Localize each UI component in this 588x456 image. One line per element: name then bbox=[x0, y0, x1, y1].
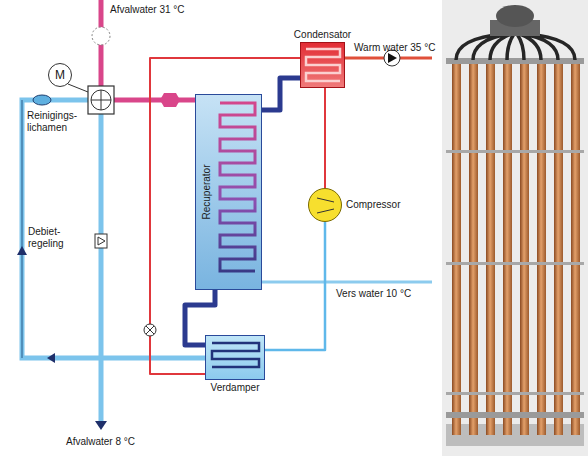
pipe-connector bbox=[324, 88, 326, 188]
flow-arrow bbox=[17, 246, 27, 255]
coil-line bbox=[220, 103, 255, 271]
pipe-fitting bbox=[160, 93, 180, 107]
waste-pipe bbox=[114, 98, 196, 103]
recuperator-box: Recuperator bbox=[195, 94, 262, 290]
coil-line bbox=[317, 198, 334, 213]
condenser-box: Condensator bbox=[300, 42, 345, 88]
switch-valve-symbol bbox=[101, 90, 102, 110]
copper-tube bbox=[554, 60, 563, 435]
inlet-label: Afvalwater 31 °C bbox=[110, 4, 185, 16]
part-label: Reinigings- lichamen bbox=[27, 110, 83, 134]
support-plate bbox=[446, 150, 584, 153]
pipe-connector bbox=[150, 58, 300, 374]
pipe-connector bbox=[262, 78, 300, 110]
coil-line bbox=[306, 49, 340, 81]
node-label: M bbox=[55, 68, 65, 82]
pipe-outline bbox=[22, 100, 23, 358]
coil-line bbox=[212, 343, 259, 367]
tube-fittings bbox=[446, 412, 584, 418]
coil-illustration bbox=[301, 43, 344, 87]
hose-bundle bbox=[456, 34, 575, 60]
pump-symbol bbox=[388, 53, 397, 63]
copper-tube bbox=[469, 60, 478, 435]
switch-valve-symbol bbox=[88, 86, 114, 114]
node-label: Recuperator bbox=[201, 164, 213, 219]
inlet-filter-symbol bbox=[92, 27, 110, 45]
flow-control-symbol bbox=[98, 237, 105, 245]
pipe-connector bbox=[265, 222, 325, 350]
heat-exchanger-photo bbox=[442, 0, 588, 456]
flow-arrow bbox=[47, 353, 55, 363]
copper-tube bbox=[571, 60, 580, 435]
compressor-circle: Compressor bbox=[308, 188, 342, 222]
copper-tube bbox=[520, 60, 529, 435]
photo-ground bbox=[442, 0, 588, 456]
expansion-valve-symbol bbox=[146, 326, 154, 334]
support-plate bbox=[446, 262, 584, 265]
switch-valve-symbol bbox=[91, 90, 111, 110]
node-label: Compressor bbox=[346, 199, 400, 211]
coil-illustration bbox=[206, 336, 264, 379]
node-label: Verdamper bbox=[211, 382, 260, 394]
inlet-label: Vers water 10 °C bbox=[336, 288, 411, 300]
node-label: Condensator bbox=[294, 29, 351, 41]
motor-circle: M bbox=[48, 63, 72, 87]
flow-arrow bbox=[95, 421, 107, 430]
copper-tube bbox=[503, 60, 512, 435]
motor-link bbox=[68, 84, 88, 92]
evaporator-box: Verdamper bbox=[205, 335, 265, 380]
copper-tube bbox=[452, 60, 461, 435]
tube-fittings bbox=[446, 58, 584, 64]
support-plate bbox=[446, 392, 584, 395]
fresh-water-pipe bbox=[262, 281, 432, 284]
manifold-dome bbox=[496, 5, 534, 27]
flow-control-symbol bbox=[95, 234, 107, 248]
waste-outlet-pipe bbox=[99, 114, 104, 422]
part-label: Debiet- regeling bbox=[28, 226, 84, 250]
copper-tube bbox=[537, 60, 546, 435]
photo-base bbox=[446, 424, 584, 446]
expansion-valve-symbol bbox=[144, 324, 156, 336]
cleaning-bodies-symbol bbox=[33, 95, 51, 105]
outlet-label: Warm water 35 °C bbox=[354, 42, 435, 54]
coil-illustration bbox=[309, 189, 341, 221]
cleaning-loop-pipe bbox=[22, 100, 205, 358]
outlet-label: Afvalwater 8 °C bbox=[66, 436, 135, 448]
copper-tube bbox=[486, 60, 495, 435]
